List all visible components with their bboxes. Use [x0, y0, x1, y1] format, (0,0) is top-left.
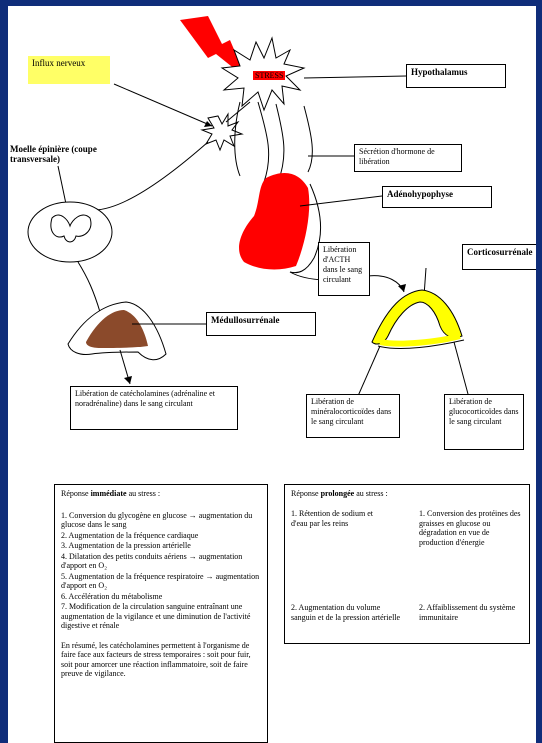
diagram-canvas: STRESS Influx nerveux Hypothalamus Moell… [8, 6, 536, 743]
moelle-label: Moelle épinière (coupe transversale) [10, 144, 110, 164]
immediate-summary: En résumé, les catécholamines permettent… [61, 641, 261, 679]
hypothalamus-label: Hypothalamus [406, 64, 506, 88]
immediate-item-2: 2. Augmentation de la fréquence cardiaqu… [61, 531, 261, 541]
catecholamines-label: Libération de catécholamines (adrénaline… [70, 386, 238, 430]
adenohypophyse-label: Adénohypophyse [382, 186, 492, 208]
mineralo-label: Libération de minéralocorticoïdes dans l… [306, 394, 400, 438]
secretion-label: Sécrétion d'hormone de libération [354, 144, 462, 172]
nerve-starburst [202, 114, 242, 150]
immediate-item-6: 6. Accélération du métabolisme [61, 592, 261, 602]
prolonged-title: Réponse prolongée au stress : [291, 489, 523, 499]
corticosurrenale-label: Corticosurrénale [462, 244, 536, 270]
prolonged-item-3: 2. Augmentation du volume sanguin et de … [291, 603, 407, 622]
prolonged-response-panel: Réponse prolongée au stress : 1. Rétenti… [284, 484, 530, 644]
gluco-label: Libération de glucocorticoïdes dans le s… [444, 394, 524, 450]
spinal-cord-section [28, 202, 112, 262]
immediate-title: Réponse immédiate au stress : [61, 489, 261, 499]
acth-label: Libération d'ACTH dans le sang circulant [318, 242, 370, 296]
medullosurrenale-label: Médullosurrénale [206, 312, 316, 336]
prolonged-item-4: 2. Affaiblissement du système immunitair… [419, 603, 523, 622]
immediate-response-panel: Réponse immédiate au stress : 1. Convers… [54, 484, 268, 743]
immediate-item-3: 3. Augmentation de la pression artériell… [61, 541, 261, 551]
immediate-item-7: 7. Modification de la circulation sangui… [61, 602, 261, 631]
stress-label: STRESS [253, 71, 285, 80]
prolonged-item-2: 1. Conversion des protéines des graisses… [419, 509, 523, 547]
immediate-item-4: 4. Dilatation des petits conduits aérien… [61, 552, 261, 571]
adenohypophysis [239, 173, 309, 269]
prolonged-item-1: 1. Rétention de sodium et d'eau par les … [291, 509, 391, 528]
influx-label: Influx nerveux [28, 56, 110, 84]
immediate-item-5: 5. Augmentation de la fréquence respirat… [61, 572, 261, 591]
immediate-item-1: 1. Conversion du glycogène en glucose → … [61, 511, 261, 530]
